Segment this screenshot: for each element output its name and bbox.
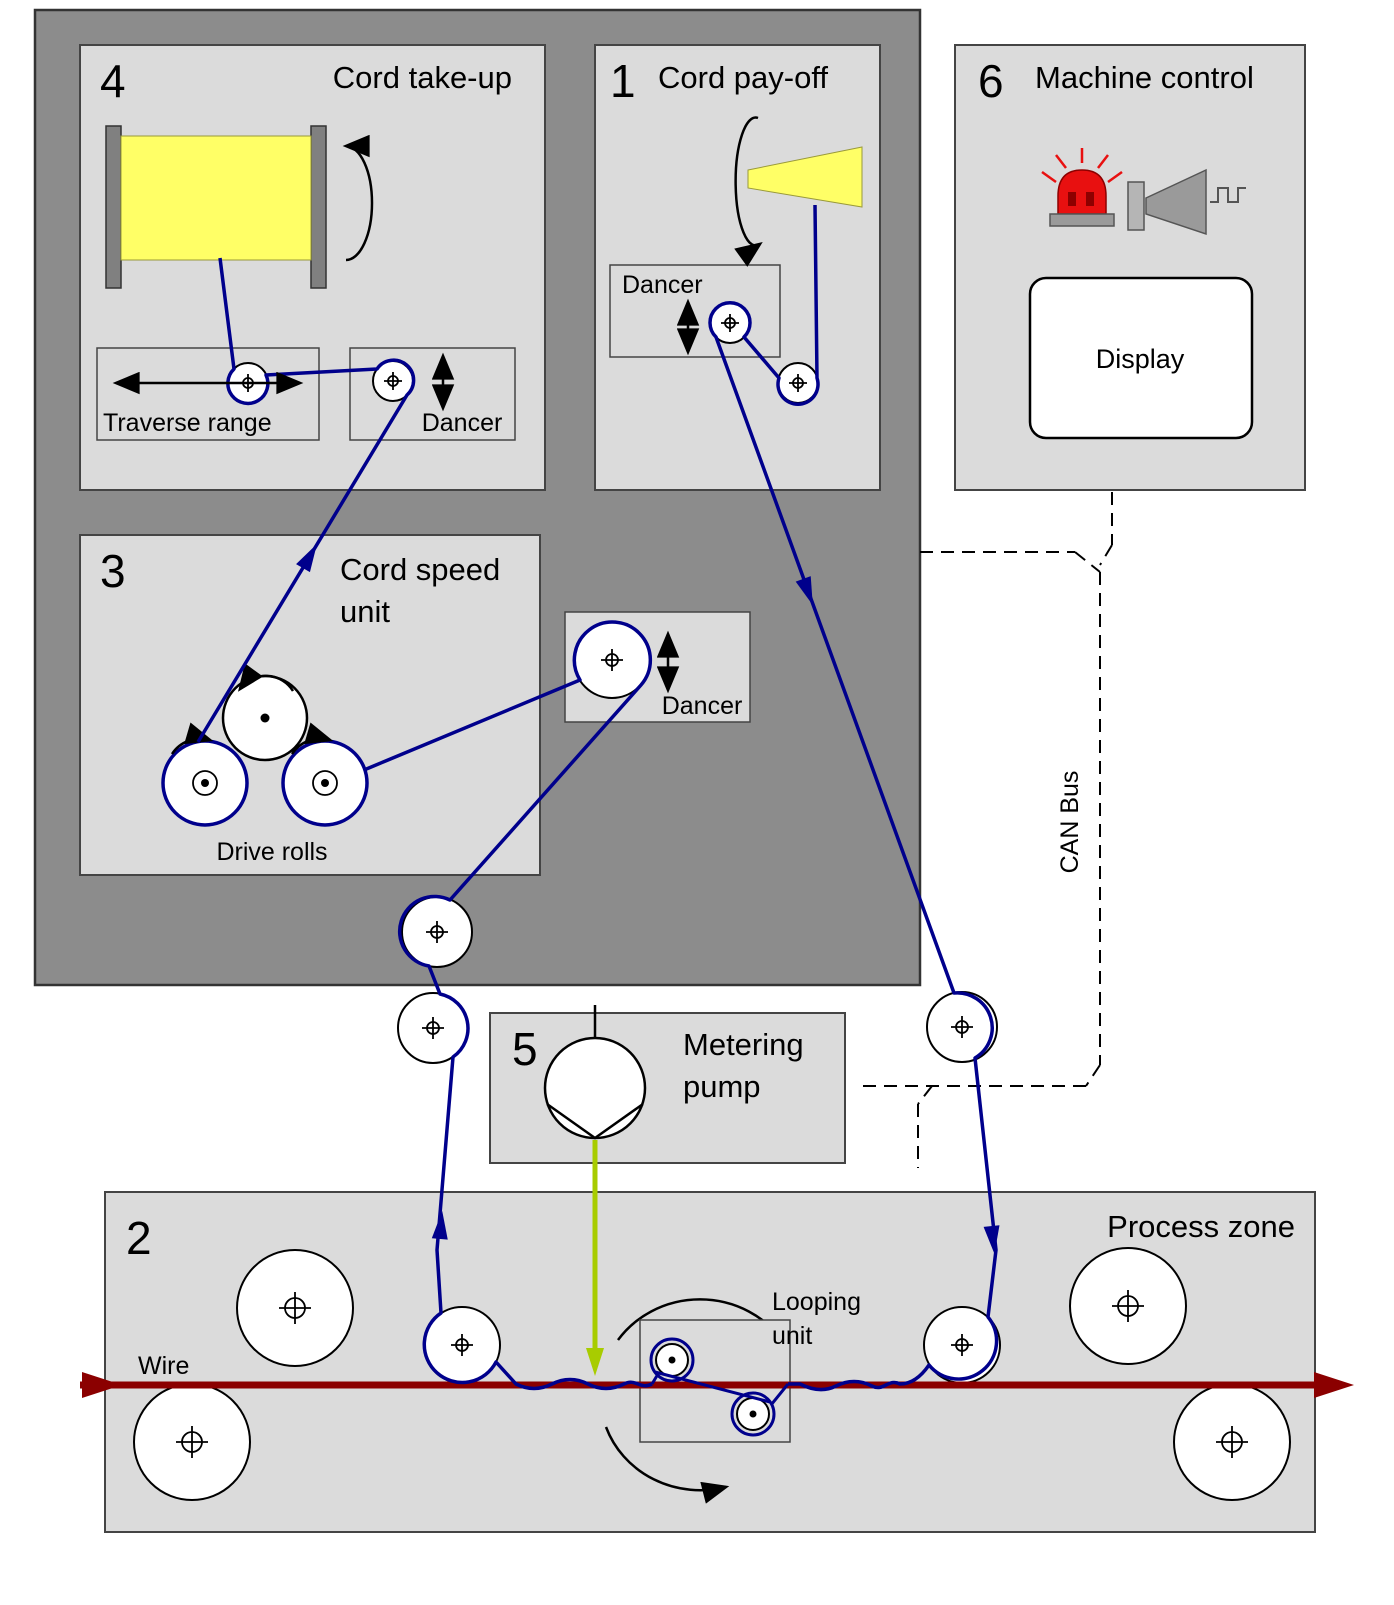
cord-direction-arrow-up [431,1211,448,1240]
cord-return-section [363,620,653,1391]
roller-process-top-left [236,1249,354,1367]
cone-rotation-arrow [734,116,763,267]
drive-roll-top [221,674,309,762]
looping-roll-lower [736,1397,770,1431]
take-up-spool [105,125,327,289]
pump-feed-arrow [586,1140,604,1376]
process-zone-title: Process zone [1107,1209,1295,1244]
cord-pay-off-section [708,204,999,1392]
drive-rolls [161,663,369,827]
pay-off-title: Cord pay-off [658,60,828,95]
roller-process-bottom-right [1173,1383,1291,1501]
pay-off-dancer-label: Dancer [622,271,703,299]
horn-icon [1127,168,1246,236]
take-up-dancer-label: Dancer [422,409,503,437]
cord-looping-loops [649,1337,790,1437]
drive-roll-left [161,739,249,827]
looping-roll-upper [655,1343,689,1377]
drive-rolls-label: Drive rolls [216,838,327,866]
looping-unit-label-line2: unit [772,1322,812,1350]
pay-off-number: 1 [610,55,636,107]
metering-pump-title-line2: pump [683,1069,761,1104]
wire-arrow-left [82,1372,122,1398]
cord-direction-arrow-down [983,1225,1000,1254]
warning-beacon-icon [1041,148,1123,227]
can-bus-lines [858,492,1113,1168]
display-label: Display [1096,344,1185,374]
looping-unit-label-line1: Looping [772,1288,861,1316]
cord-direction-arrow-down-right [795,576,813,606]
traverse-range-label: Traverse range [103,409,272,437]
top-roll-rotation-arrow [238,663,295,692]
mid-dancer-label: Dancer [662,692,743,720]
speed-unit-title-line1: Cord speed [340,552,500,587]
drive-roll-right [281,739,369,827]
wire-label: Wire [138,1352,189,1380]
metering-pump-icon [543,1005,647,1140]
speed-unit-number: 3 [100,545,126,597]
take-up-title: Cord take-up [333,60,512,95]
machine-control-title: Machine control [1035,60,1254,95]
metering-pump-title-line1: Metering [683,1027,804,1062]
machine-control-number: 6 [978,55,1004,107]
looping-unit-box [639,1319,791,1443]
spool-rotation-arrow [342,134,374,262]
display-screen [1028,276,1254,440]
process-zone-number: 2 [126,1212,152,1264]
wire-arrow-right [1314,1372,1354,1398]
roller-process-bottom-left [133,1383,251,1501]
metering-pump-number: 5 [512,1023,538,1075]
take-up-number: 4 [100,55,126,107]
right-roll-rotation-arrow [290,722,334,755]
cord-direction-arrow-up-left [296,543,317,573]
can-bus-label: CAN Bus [1056,771,1084,874]
pay-off-cone [747,146,863,208]
speed-unit-title-line2: unit [340,594,390,629]
left-roll-rotation-arrow [170,722,214,755]
wire [80,1372,1354,1398]
pulley-right-upper [926,991,998,1063]
roller-process-top-right [1069,1247,1187,1365]
